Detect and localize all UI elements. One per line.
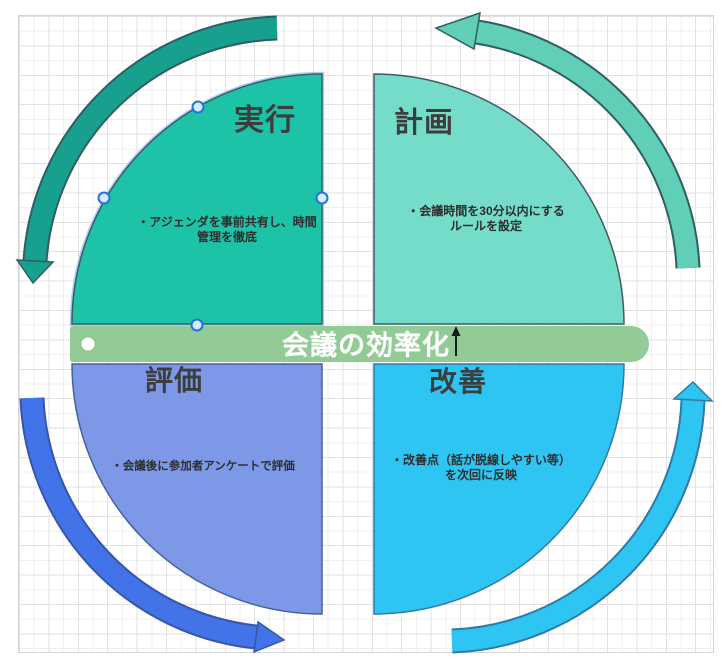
cycle-arrow-bottom-right[interactable] xyxy=(451,380,714,654)
arrowhead-left-icon xyxy=(434,11,481,51)
cycle-arrow-top-left[interactable] xyxy=(15,15,278,285)
quadrant-plan-shape[interactable] xyxy=(373,73,625,325)
arrowhead-down-icon xyxy=(15,259,55,285)
selection-handle[interactable] xyxy=(190,318,204,332)
text-cursor-arrow[interactable] xyxy=(451,326,461,356)
cycle-arrow-top-right[interactable] xyxy=(434,11,701,269)
quadrant-do-shape[interactable] xyxy=(71,73,323,325)
arrowhead-right-icon xyxy=(253,620,286,654)
center-banner[interactable] xyxy=(70,326,649,362)
quadrant-check-shape[interactable] xyxy=(71,363,323,615)
center-banner-shape[interactable] xyxy=(70,326,649,362)
quadrant-act-shape[interactable] xyxy=(373,363,625,615)
selection-handle[interactable] xyxy=(97,191,111,205)
selection-handle[interactable] xyxy=(191,100,205,114)
cycle-arrow-bottom-left[interactable] xyxy=(19,397,286,654)
up-arrow-icon xyxy=(451,326,461,336)
arrowhead-up-icon xyxy=(672,380,714,402)
selection-handles xyxy=(97,100,329,332)
banner-bullet-dot xyxy=(81,337,95,351)
selection-handle[interactable] xyxy=(315,191,329,205)
